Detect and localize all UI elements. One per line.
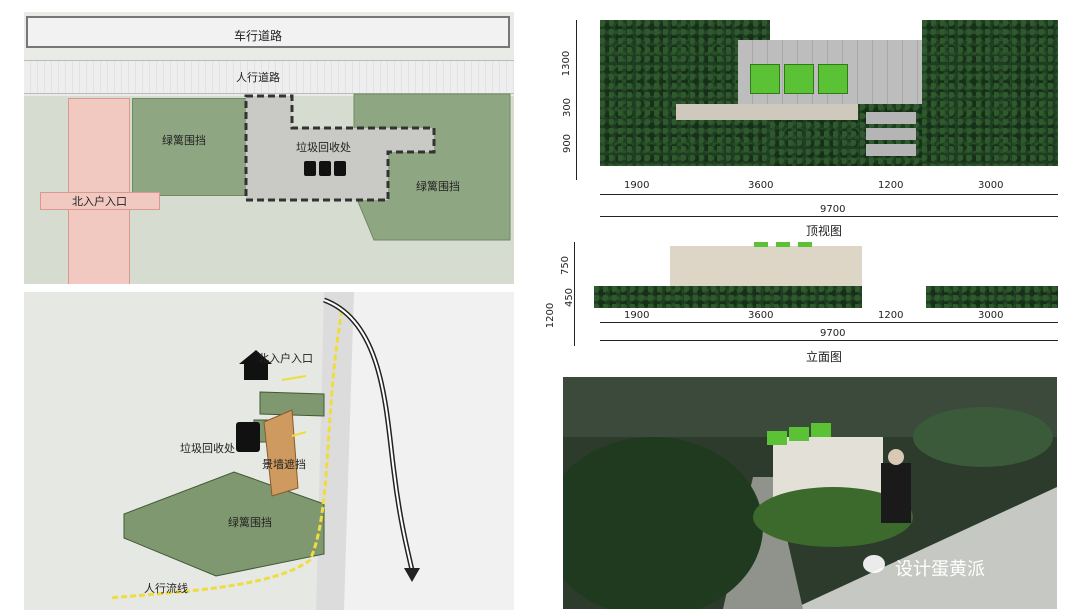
elevation-total-dim-line (600, 340, 1058, 341)
sidewalk-label: 人行道路 (236, 71, 280, 84)
hedge-left-block (132, 98, 250, 196)
total-dim-9700: 9700 (820, 204, 846, 215)
sidewalk-bar (24, 60, 514, 94)
elevation-vertical-dim-line (574, 242, 575, 346)
axon-panel: 北入户入口 垃圾回收处 景墙遮挡 绿篱围挡 人行流线 (24, 292, 514, 610)
top-view-panel: 1300 300 900 1900 3600 1200 3000 9700 顶视… (540, 12, 1070, 244)
elevation-bin (754, 242, 768, 247)
axon-pedestrian-flow-label: 人行流线 (144, 582, 188, 595)
segment-dim-line (600, 194, 1058, 195)
elevation-bin (776, 242, 790, 247)
elevation-bin (798, 242, 812, 247)
axon-drawing (24, 292, 514, 610)
hedge-left-label: 绿篱围挡 (162, 134, 206, 147)
vertical-dim-900: 900 (562, 133, 574, 154)
bin-icons (304, 161, 346, 180)
elevation-title: 立面图 (806, 350, 843, 364)
axon-recycling-label: 垃圾回收处 (180, 442, 235, 455)
wechat-icon (863, 555, 885, 573)
elevation-segment-1900: 1900 (624, 310, 650, 321)
top-view-step (866, 112, 916, 124)
top-view-hedge-left (600, 20, 770, 166)
vertical-dim-300: 300 (562, 97, 574, 118)
elevation-dim-1200: 1200 (545, 302, 557, 329)
axon-hedge-label: 绿篱围挡 (228, 516, 272, 529)
hedge-right-block (244, 93, 511, 241)
road-label: 车行道路 (234, 29, 283, 43)
elevation-total-9700: 9700 (820, 328, 846, 339)
top-view-step (866, 128, 916, 140)
site-plan-panel: 车行道路 人行道路 绿篱围挡 绿篱围挡 垃圾回收处 北入户入口 (24, 12, 514, 284)
segment-dim-3600: 3600 (748, 180, 774, 191)
hedge-right-label: 绿篱围挡 (416, 180, 460, 193)
bin-icon (304, 161, 316, 176)
top-view-hedge-right (922, 20, 1058, 166)
segment-dim-1200: 1200 (878, 180, 904, 191)
vertical-dim-line (576, 20, 577, 180)
recycling-label: 垃圾回收处 (296, 141, 351, 154)
elevation-dim-750: 750 (560, 255, 572, 276)
north-entrance-label: 北入户入口 (72, 195, 127, 208)
elevation-segment-3600: 3600 (748, 310, 774, 321)
total-dim-line (600, 216, 1058, 217)
entrance-path-horizontal (40, 192, 160, 210)
render-image (563, 377, 1057, 609)
elevation-segment-dim-line (600, 322, 1058, 323)
top-view-step (866, 144, 916, 156)
elevation-hedge-left (594, 286, 862, 308)
segment-dim-3000: 3000 (978, 180, 1004, 191)
elevation-hedge-right (926, 286, 1058, 308)
bin-icon (334, 161, 346, 176)
road-bar (26, 16, 510, 48)
top-view-bin (784, 64, 814, 94)
render-panel: 设计蛋黄派 (563, 377, 1057, 609)
top-view-bin (750, 64, 780, 94)
elevation-segment-3000: 3000 (978, 310, 1004, 321)
top-view-title: 顶视图 (806, 224, 843, 238)
elevation-wall (670, 246, 862, 286)
watermark: 设计蛋黄派 (895, 559, 985, 580)
elevation-panel: 750 450 1200 1900 3600 1200 3000 9700 立面… (540, 240, 1070, 368)
top-view-wall (676, 104, 858, 120)
axon-north-entrance-label: 北入户入口 (258, 352, 313, 365)
elevation-dim-450: 450 (564, 287, 576, 308)
elevation-segment-1200: 1200 (878, 310, 904, 321)
axon-screen-wall-label: 景墙遮挡 (262, 458, 306, 471)
bin-icon (319, 161, 331, 176)
vertical-dim-1300: 1300 (561, 50, 573, 77)
segment-dim-1900: 1900 (624, 180, 650, 191)
top-view-bin (818, 64, 848, 94)
entrance-path-vertical (68, 98, 130, 284)
